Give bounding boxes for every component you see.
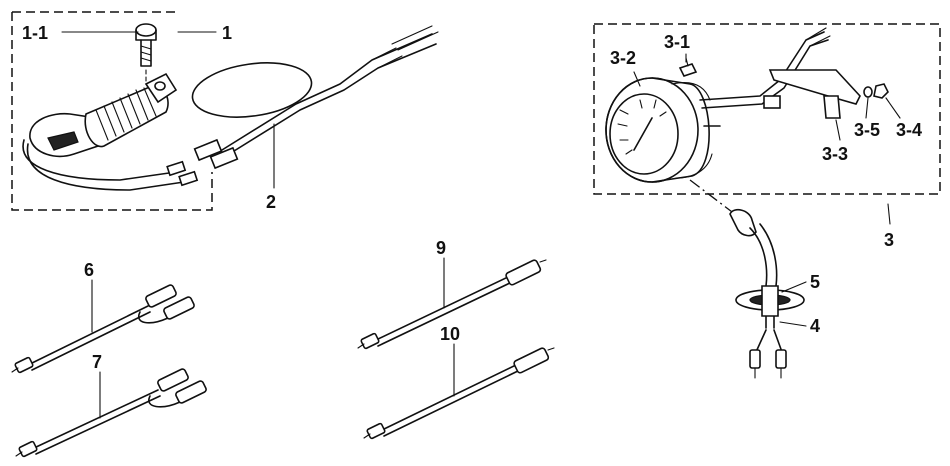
coil-lead-a — [22, 139, 177, 181]
part-3-2-gauge — [605, 77, 713, 183]
callout-3-5: 3-5 — [854, 120, 880, 140]
leader-3-2 — [633, 71, 641, 87]
group-3-meter-assembly — [593, 23, 941, 195]
part-10-cable — [363, 347, 555, 440]
part-3-3-bracket — [768, 69, 861, 119]
callout-3-1: 3-1 — [664, 32, 690, 52]
callout-10: 10 — [440, 324, 460, 344]
part-3-5-washer — [863, 86, 873, 98]
part-1-coil — [29, 72, 178, 158]
part-2-harness — [191, 25, 439, 170]
group-1-dashed-box — [11, 11, 213, 211]
part-9-cable — [357, 259, 547, 350]
coil-connector-b — [178, 170, 199, 187]
callout-4: 4 — [810, 316, 820, 336]
callout-2: 2 — [266, 192, 276, 212]
callout-1: 1 — [222, 23, 232, 43]
leader-3-3 — [835, 119, 841, 141]
group-3-dashed-box — [593, 23, 941, 195]
group-1-lighting-coil-assembly — [11, 11, 213, 211]
callout-3-2: 3-2 — [610, 48, 636, 68]
callout-9: 9 — [436, 238, 446, 258]
coil-lead-b — [26, 143, 185, 191]
callout-3: 3 — [884, 230, 894, 250]
leader-3 — [887, 203, 891, 225]
callout-5: 5 — [810, 272, 820, 292]
callout-1-1: 1-1 — [22, 23, 48, 43]
leader-3-4 — [885, 97, 901, 119]
part-3-lead-connector — [763, 95, 781, 109]
coil-connector-a — [166, 160, 187, 177]
part-4-lead — [729, 208, 787, 379]
leader-4 — [779, 321, 807, 327]
part-1-1-screw — [135, 23, 157, 85]
callout-7: 7 — [92, 352, 102, 372]
part-5-grommet — [735, 285, 805, 317]
callout-6: 6 — [84, 260, 94, 280]
part-3-4-nut — [873, 83, 889, 99]
part-3-1-knob — [678, 57, 698, 77]
callout-3-4: 3-4 — [896, 120, 922, 140]
part-6-cable — [11, 284, 195, 374]
leader-3-5 — [865, 97, 869, 119]
callout-3-3: 3-3 — [822, 144, 848, 164]
leader-5 — [781, 281, 807, 293]
part-7-cable — [15, 368, 207, 458]
